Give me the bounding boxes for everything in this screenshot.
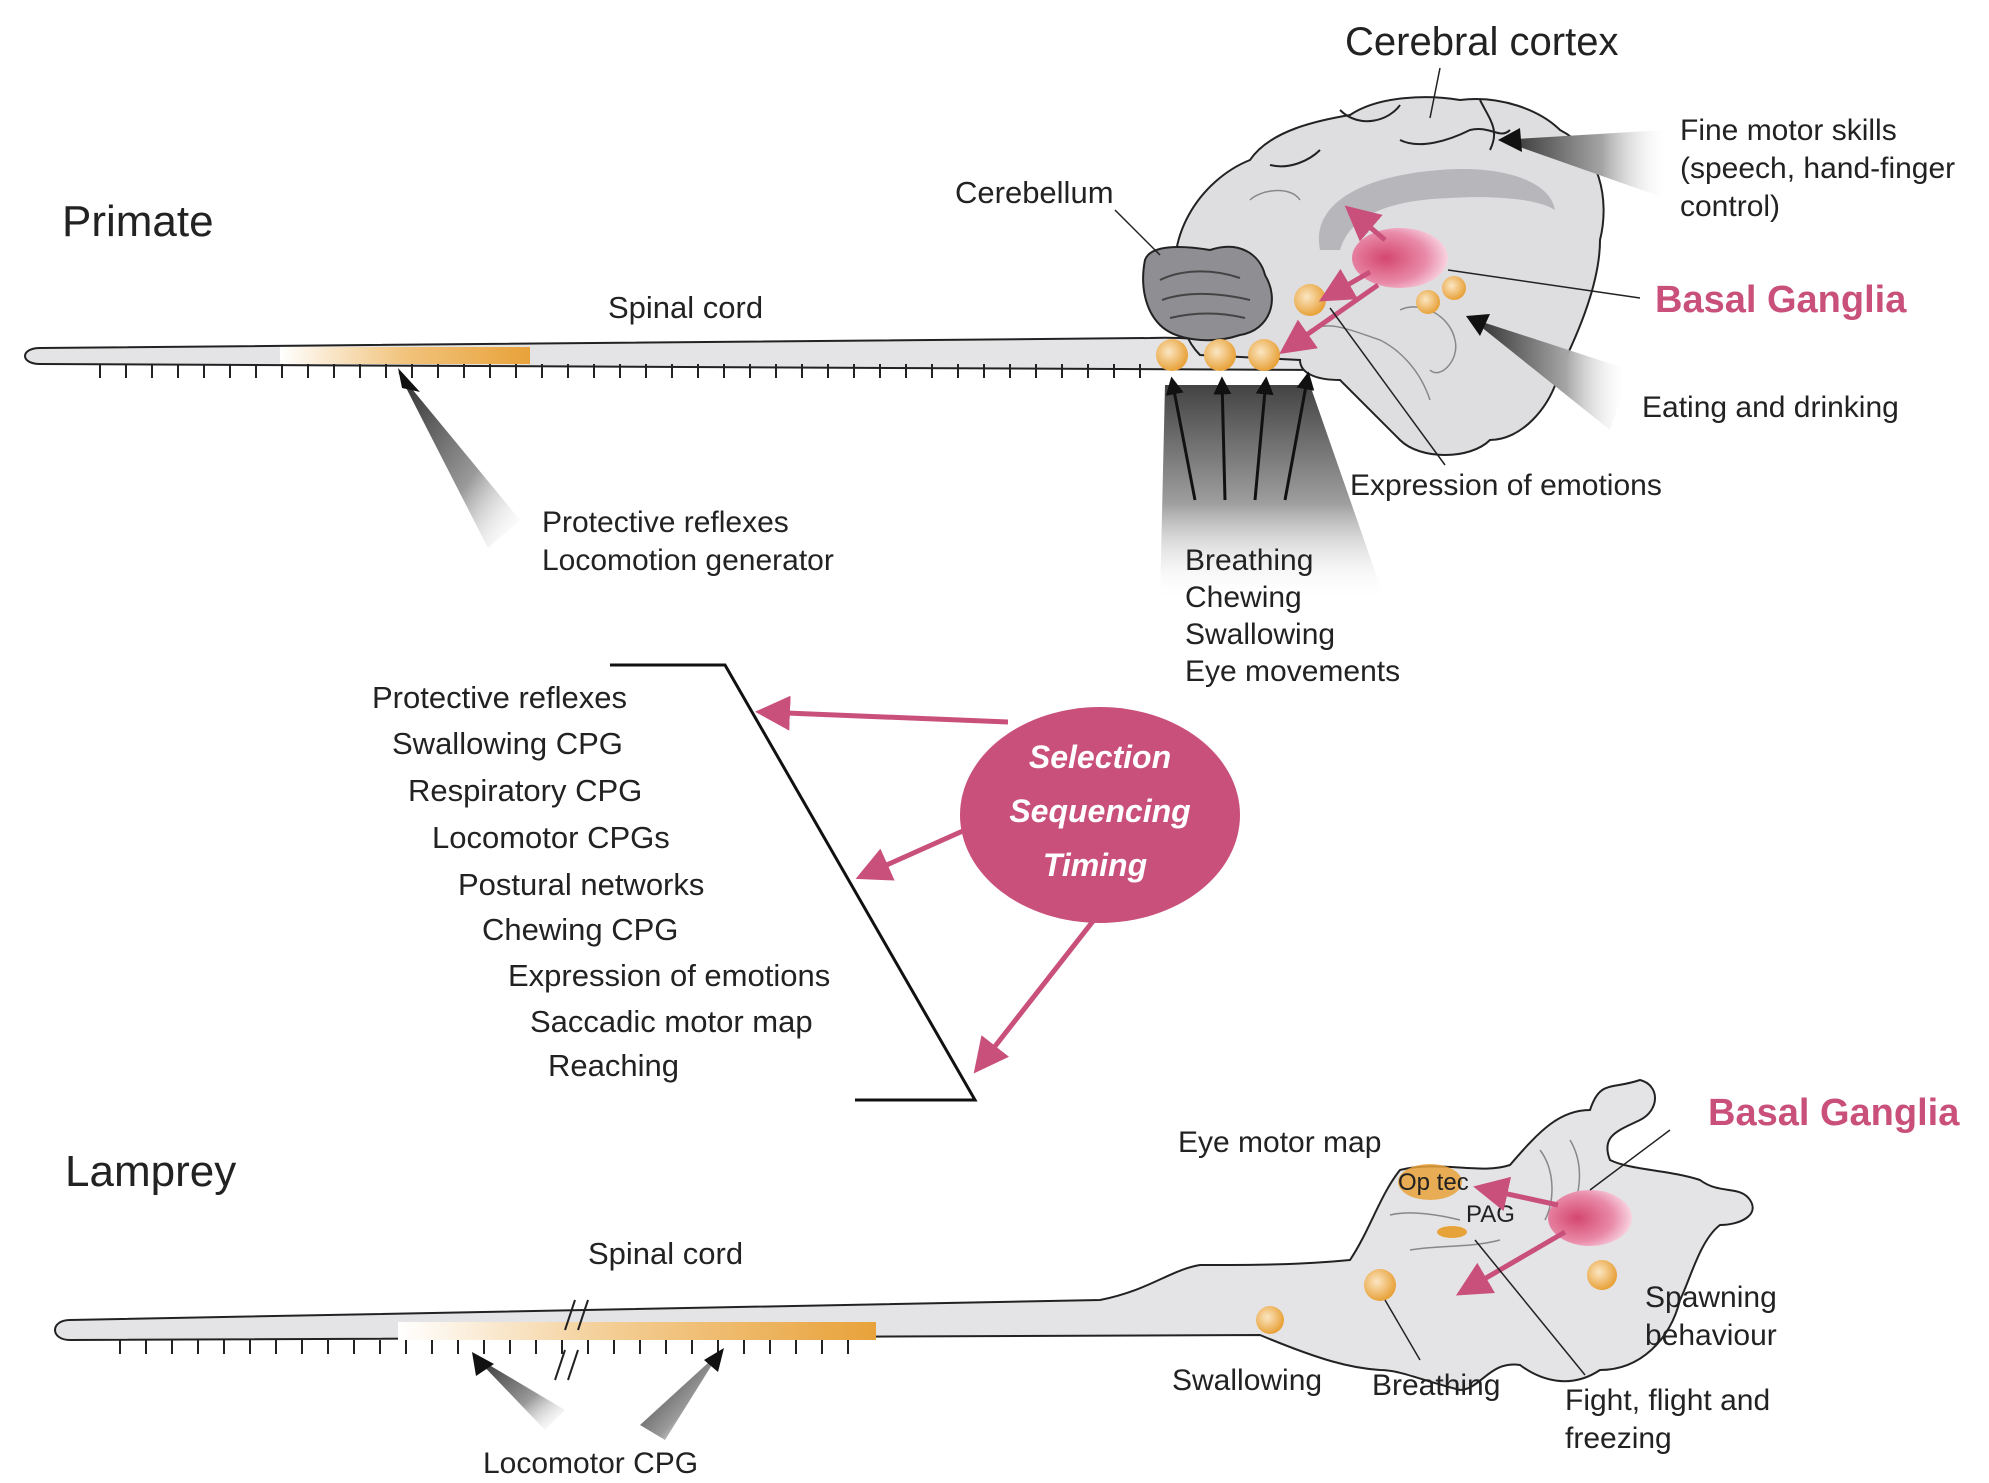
basal-ganglia-leader: [1447, 269, 1641, 299]
sulcus-1: [1269, 149, 1321, 168]
primate-spinal-cord-gradient: [280, 347, 530, 364]
locomotor-cone-1: [474, 1356, 565, 1430]
cerebellum-folia: [1159, 270, 1251, 319]
bg-arrow-cortex: [1344, 205, 1387, 242]
oval-text-timing: Timing: [1043, 847, 1147, 883]
fine-motor-label-1: Fine motor skills: [1680, 114, 1897, 147]
list-item-1: Protective reflexes: [372, 680, 627, 715]
lamprey-basal-ganglia: [1548, 1190, 1632, 1246]
fine-motor-arrow: [1498, 128, 1522, 152]
op-tec-label: Op tec: [1398, 1169, 1469, 1196]
optic-tectum: [1398, 1164, 1462, 1200]
lamprey-bg-arrow-tectum: [1473, 1176, 1559, 1212]
spawning-label-2: behaviour: [1645, 1319, 1777, 1352]
primate-spinal-function-1: Protective reflexes: [542, 506, 789, 539]
primate-spinal-cone: [398, 372, 520, 548]
eating-cone: [1470, 318, 1630, 430]
spawning-label-1: Spawning: [1645, 1281, 1777, 1314]
emotions-label: Expression of emotions: [1350, 469, 1662, 502]
fine-motor-cone: [1500, 130, 1670, 200]
brainstem-function-3: Swallowing: [1185, 618, 1335, 651]
primate-spinal-cone-arrow: [398, 368, 420, 392]
lamprey-brain-line-1: [1389, 1212, 1501, 1251]
primate-title: Primate: [62, 197, 214, 246]
nucleus-midbrain: [1294, 284, 1326, 316]
nucleus-brainstem-1: [1156, 339, 1188, 371]
list-item-4: Locomotor CPGs: [432, 820, 670, 855]
lamprey-basal-ganglia-leader: [1589, 1129, 1671, 1191]
lamprey-spinal-cord-label: Spinal cord: [588, 1236, 743, 1271]
nucleus-brainstem-3: [1248, 339, 1280, 371]
eating-label: Eating and drinking: [1642, 391, 1899, 424]
primate-spinal-cord: [24, 336, 1341, 373]
nucleus-brainstem-2: [1204, 339, 1236, 371]
nucleus-hypothalamus-1: [1416, 290, 1440, 314]
list-item-6: Chewing CPG: [482, 912, 678, 947]
lamprey-basal-ganglia-label: Basal Ganglia: [1708, 1092, 1960, 1134]
brainstem-function-2: Chewing: [1185, 581, 1302, 614]
locomotor-cpg-label: Locomotor CPG: [483, 1447, 698, 1480]
lamprey-title: Lamprey: [65, 1147, 236, 1196]
lamprey-bg-arrow-brainstem: [1455, 1229, 1567, 1296]
cerebellum-label: Cerebellum: [955, 175, 1114, 210]
oval-arrows: [755, 695, 1110, 1074]
bg-arrow-midbrain: [1318, 268, 1372, 302]
fine-motor-label-2: (speech, hand-finger: [1680, 152, 1955, 185]
locomotor-arrow-2: [704, 1348, 724, 1372]
primate-spinal-function-2: Locomotion generator: [542, 544, 834, 577]
cortex-leader: [1429, 67, 1441, 119]
list-item-8: Saccadic motor map: [530, 1004, 813, 1039]
fight-leader: [1474, 1239, 1586, 1376]
bg-arrow-brainstem: [1279, 282, 1380, 355]
lamprey-spinal-ticks: [119, 1340, 849, 1354]
selection-oval: [960, 707, 1240, 923]
list-item-5: Postural networks: [458, 867, 704, 902]
locomotor-arrow-1: [472, 1352, 494, 1376]
primate-spinal-ticks: [99, 364, 1141, 378]
list-bracket: [610, 663, 978, 1102]
primate-spinal-cord-label: Spinal cord: [608, 290, 763, 325]
brainstem-cone: [1160, 385, 1385, 600]
list-item-9: Reaching: [548, 1048, 679, 1083]
nucleus-hypothalamus-2: [1442, 276, 1466, 300]
cerebellum-leader: [1114, 209, 1161, 256]
lamprey-nucleus-spawning: [1587, 1260, 1617, 1290]
lamprey-body: [54, 1078, 1754, 1392]
list-item-7: Expression of emotions: [508, 958, 830, 993]
list-item-2: Swallowing CPG: [392, 726, 623, 761]
sulcus-2: [1399, 127, 1511, 146]
lamprey-swallowing-label: Swallowing: [1172, 1364, 1322, 1397]
lamprey-breathing-label: Breathing: [1372, 1369, 1500, 1402]
pag-label: PAG: [1466, 1201, 1515, 1228]
fight-label-2: freezing: [1565, 1422, 1672, 1455]
break-mark-lower: [554, 1349, 579, 1381]
eating-arrow: [1466, 314, 1490, 336]
break-mark-upper: [564, 1299, 589, 1331]
internal-line-3: [1249, 189, 1301, 201]
primate-corpus-callosum: [1318, 169, 1555, 250]
lamprey-spinal-cord-gradient: [398, 1322, 876, 1340]
brainstem-arrows: [1165, 371, 1315, 501]
sulcus-4: [1479, 99, 1496, 151]
locomotor-cone-2: [640, 1352, 720, 1440]
oval-text-selection: Selection: [1029, 739, 1171, 775]
primate-basal-ganglia-label: Basal Ganglia: [1655, 279, 1907, 321]
pag-region: [1437, 1226, 1467, 1238]
breathing-leader: [1384, 1299, 1421, 1361]
sulcus-3: [1339, 104, 1401, 123]
emotions-leader: [1329, 307, 1446, 466]
brainstem-function-1: Breathing: [1185, 544, 1313, 577]
fight-label-1: Fight, flight and: [1565, 1384, 1770, 1417]
list-item-3: Respiratory CPG: [408, 773, 642, 808]
fine-motor-label-3: control): [1680, 190, 1780, 223]
cerebral-cortex-label: Cerebral cortex: [1345, 20, 1618, 64]
eye-motor-map-label: Eye motor map: [1178, 1126, 1381, 1159]
lamprey-nucleus-breathing: [1364, 1269, 1396, 1301]
oval-text-sequencing: Sequencing: [1009, 793, 1190, 829]
brainstem-function-4: Eye movements: [1185, 655, 1400, 688]
internal-line-1: [1309, 325, 1431, 401]
lamprey-nucleus-swallowing: [1256, 1306, 1284, 1334]
primate-basal-ganglia: [1352, 228, 1448, 288]
